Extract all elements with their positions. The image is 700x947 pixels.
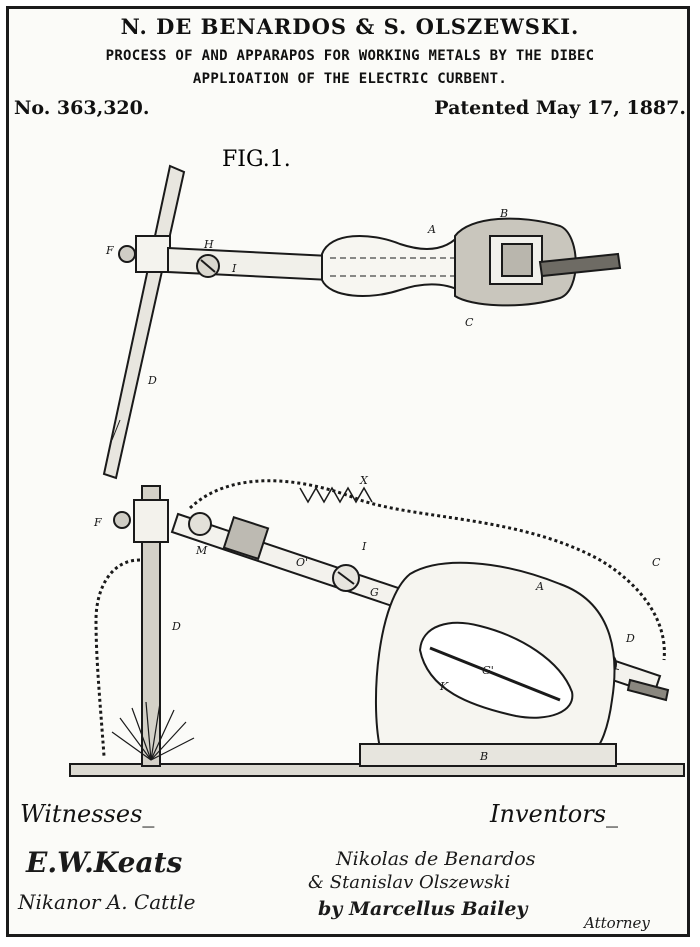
label-c-top: C (465, 316, 474, 329)
handle-top (321, 229, 472, 299)
patent-number: No. 363,320. (14, 97, 150, 119)
top-electrode-holder (102, 164, 622, 480)
label-x-wire: X (359, 474, 369, 487)
witnesses-heading: Witnesses_ (20, 800, 155, 828)
label-d-post: D (171, 620, 181, 633)
label-b-base: B (479, 750, 488, 763)
pedestal-slot (418, 621, 574, 719)
pedestal-base (359, 743, 617, 767)
bottom-apparatus (69, 479, 685, 777)
label-f-bottom: F (93, 516, 102, 529)
wire-left (94, 558, 141, 757)
inventor-signature-3: by Marcellus Bailey (318, 898, 528, 920)
label-d-top: D (147, 374, 157, 387)
thumb-screw-bottom (113, 511, 131, 529)
label-i-bottom: I (361, 540, 367, 553)
witness-signature-1: E.W.Keats (26, 846, 183, 879)
arc-glow (111, 701, 195, 761)
label-m-clamp: M (195, 544, 208, 557)
label-k-bottom: K (439, 680, 449, 693)
label-h-top: H (203, 238, 214, 251)
wire-coil (299, 486, 373, 504)
label-d-bottom: D (625, 632, 635, 645)
label-g-top: G (370, 586, 379, 599)
inventor-signature-1: Nikolas de Benardos (336, 848, 536, 870)
thumb-screw-top (118, 245, 136, 263)
carbon-post (141, 485, 161, 767)
inventors-heading: Inventors_ (490, 800, 619, 828)
clamp-block-top (135, 235, 171, 273)
witness-signature-2: Nikanor A. Cattle (18, 890, 196, 914)
attorney-signature: Attorney (584, 914, 650, 932)
patent-title: N. DE BENARDOS & S. OLSZEWSKI. (120, 14, 580, 39)
patent-subtitle-line-1: PROCESS OF AND APPARAPOS FOR WORKING MET… (105, 48, 595, 64)
label-a-top: A (427, 223, 436, 236)
patent-sheet (6, 6, 690, 937)
patent-subtitle-line-2: APPLIOATION OF THE ELECTRIC CURBENT. (192, 71, 508, 87)
wire-top (188, 479, 666, 661)
label-o-arm: O' (296, 556, 308, 569)
cable-top (538, 252, 622, 278)
label-a-bottom: A (535, 580, 544, 593)
arm-clamp (222, 515, 270, 561)
label-i-top: I (231, 262, 237, 275)
label-b-top: B (499, 207, 508, 220)
label-g-bottom: G' (482, 664, 494, 677)
holder-arm-top (167, 246, 331, 282)
figure-label: FIG.1. (222, 147, 291, 172)
label-f-top: F (105, 244, 114, 257)
inventor-signature-2: & Stanislav Olszewski (308, 872, 511, 893)
label-c-right: C (652, 556, 661, 569)
patent-date: Patented May 17, 1887. (434, 97, 686, 119)
